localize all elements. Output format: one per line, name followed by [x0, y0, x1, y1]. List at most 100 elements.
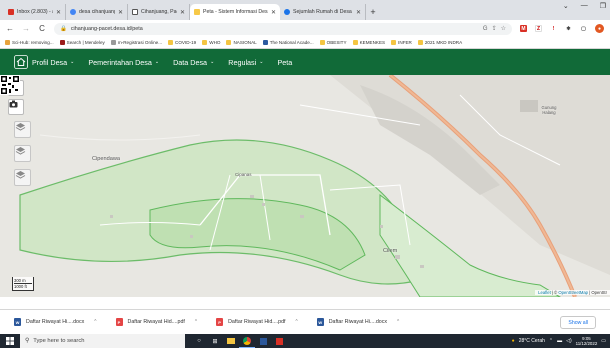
reload-button[interactable]: C [39, 24, 45, 33]
bookmark-folder[interactable]: WHO [202, 40, 220, 45]
share-icon[interactable]: ⇪ [491, 26, 497, 32]
profile-avatar[interactable]: ● [595, 24, 604, 33]
map-viewport[interactable]: Cipendawa Cipanas Cilem Gunung Halang 30… [0, 75, 610, 297]
browser-tab[interactable]: desa cihanjuang cianjur - Goo... ✕ [66, 4, 128, 20]
download-item[interactable]: P Daftar Riwayat Hid....pdf ⌃ [115, 318, 199, 326]
word-icon[interactable] [255, 334, 271, 348]
nav-regulasi[interactable]: Regulasi⌄ [228, 57, 264, 67]
chevron-up-icon[interactable]: ⌃ [93, 319, 98, 325]
extensions-puzzle-icon[interactable]: ✱ [565, 25, 572, 32]
nav-pemerintahan-desa[interactable]: Pemerintahan Desa⌄ [88, 57, 160, 67]
back-button[interactable]: ← [6, 24, 14, 33]
browser-tab-active[interactable]: Peta - Sistem Informasi Desa ... ✕ [190, 4, 280, 20]
notification-icon[interactable]: ▭ [601, 338, 606, 344]
bookmark-item[interactable]: Search | Mendeley [59, 40, 105, 45]
search-placeholder: Type here to search [33, 338, 85, 344]
restore-button[interactable]: ❐ [599, 3, 606, 10]
weather-icon[interactable]: ● [511, 338, 515, 344]
chrome-icon[interactable] [239, 334, 255, 348]
map-place-label: Cipendawa [92, 156, 120, 162]
pdf-file-icon: P [216, 318, 224, 326]
close-tab-icon[interactable]: ✕ [117, 9, 123, 16]
osm-link[interactable]: OpenStreetMap [558, 290, 588, 295]
download-filename: Daftar Riwayat Hi....docx [328, 319, 388, 325]
layer-toggle-button[interactable] [14, 121, 31, 138]
chevron-up-icon[interactable]: ⌃ [396, 319, 401, 325]
clock-time: 9:05 [582, 336, 591, 341]
home-icon[interactable] [14, 55, 28, 69]
taskbar-search-box[interactable]: ⚲ Type here to search [20, 334, 185, 348]
bookmark-star-icon[interactable]: ☆ [500, 26, 506, 32]
bookmark-folder[interactable]: OBESITY [319, 40, 347, 45]
bookmark-item[interactable]: The National Acade... [262, 40, 314, 45]
browser-tab[interactable]: Inbox (2.803) - alturandesa@... ✕ [4, 4, 66, 20]
address-bar[interactable]: 🔒 cihanjuang-pacet.desa.id/peta G ⇪ ☆ [54, 22, 512, 35]
google-lens-icon[interactable]: G [482, 25, 488, 32]
map-place-label: Cipanas [235, 172, 252, 177]
task-view-icon[interactable]: ⊞ [212, 338, 218, 345]
chevron-up-icon[interactable]: ⌃ [193, 319, 199, 325]
windows-taskbar: ⚲ Type here to search ○ ⊞ ● 28°C Cerah ⌃… [0, 334, 610, 348]
close-tab-icon[interactable]: ✕ [355, 9, 361, 16]
bookmark-item[interactable]: m-Registrasi Online... [110, 40, 162, 45]
bookmark-folder[interactable]: INFER [391, 40, 412, 45]
volume-icon[interactable]: ◁) [566, 338, 572, 344]
site-favicon-icon [194, 9, 200, 15]
map-tiles[interactable] [0, 75, 610, 297]
tab-label: Sejumlah Rumah di Desa Ci... [293, 9, 353, 15]
map-attribution: Leaflet | © OpenStreetMap | OpenStr [535, 290, 610, 295]
browser-tab[interactable]: Cihanjuang, Pacet, Cianjur - Wi... ✕ [128, 4, 190, 20]
bookmark-folder[interactable]: 2021 MKD INDRA [417, 40, 462, 45]
close-tab-icon[interactable]: ✕ [55, 9, 61, 16]
close-tab-icon[interactable]: ✕ [270, 9, 276, 16]
network-icon[interactable]: ▬ [557, 338, 563, 344]
folder-icon [417, 40, 423, 45]
download-filename: Daftar Riwayat Hi....docx [26, 319, 85, 325]
news-favicon-icon [284, 9, 290, 15]
chevron-up-icon[interactable]: ⌃ [294, 319, 299, 325]
word-file-icon: W [14, 318, 21, 326]
forward-button[interactable]: → [22, 24, 30, 33]
download-item[interactable]: W Daftar Riwayat Hi....docx ⌃ [316, 318, 401, 326]
map-locate-button[interactable] [8, 99, 24, 115]
browser-tab[interactable]: Sejumlah Rumah di Desa Ci... ✕ [280, 4, 366, 20]
bookmark-folder[interactable]: COVID-19 [168, 40, 196, 45]
cortana-icon[interactable]: ○ [197, 338, 201, 344]
folder-icon [352, 40, 358, 45]
extension-red-icon[interactable]: M [520, 25, 527, 32]
download-item[interactable]: W Daftar Riwayat Hi....docx ⌃ [14, 318, 98, 326]
close-tab-icon[interactable]: ✕ [179, 9, 185, 16]
sidebar-icon[interactable]: ▢ [580, 25, 587, 32]
lock-icon[interactable]: 🔒 [60, 25, 67, 32]
acrobat-icon[interactable] [271, 334, 287, 348]
bookmark-folder[interactable]: NASIONAL [226, 40, 257, 45]
minimize-button[interactable]: — [580, 2, 588, 9]
chevron-down-icon: ⌄ [70, 59, 75, 65]
tab-label: Peta - Sistem Informasi Desa ... [203, 9, 268, 15]
leaflet-link[interactable]: Leaflet [538, 290, 551, 295]
nav-profil-desa[interactable]: Profil Desa⌄ [32, 57, 75, 67]
wikipedia-favicon-icon [132, 9, 138, 15]
pdf-file-icon: P [115, 318, 123, 326]
file-explorer-icon[interactable] [223, 334, 239, 348]
download-item[interactable]: P Daftar Riwayat Hid....pdf ⌃ [216, 318, 299, 326]
tab-search-icon[interactable]: ⌄ [562, 3, 569, 10]
clock[interactable]: 9:05 11/12/2022 [576, 336, 598, 346]
tab-strip: Inbox (2.803) - alturandesa@... ✕ desa c… [0, 0, 610, 20]
nav-data-desa[interactable]: Data Desa⌄ [173, 57, 215, 67]
weather-text[interactable]: 28°C Cerah [518, 338, 545, 344]
nav-peta[interactable]: Peta [277, 57, 293, 67]
download-filename: Daftar Riwayat Hid....pdf [127, 319, 185, 325]
bookmark-folder[interactable]: KEMENKES [352, 40, 385, 45]
extension-zotero-icon[interactable]: Z [535, 25, 542, 32]
layer-toggle-button[interactable] [14, 145, 31, 162]
layer-toggle-button[interactable] [14, 169, 31, 186]
show-all-downloads-button[interactable]: Show all [560, 316, 596, 329]
start-button[interactable] [0, 334, 20, 348]
new-tab-button[interactable]: + [370, 7, 376, 17]
map-scale: 300 m 1000 ft [12, 277, 34, 291]
extension-pin-icon[interactable]: ! [550, 25, 557, 32]
layers-icon [15, 147, 26, 155]
tray-chevron-icon[interactable]: ⌃ [548, 338, 554, 344]
bookmark-item[interactable]: Sci-Hub: removing... [5, 40, 54, 45]
